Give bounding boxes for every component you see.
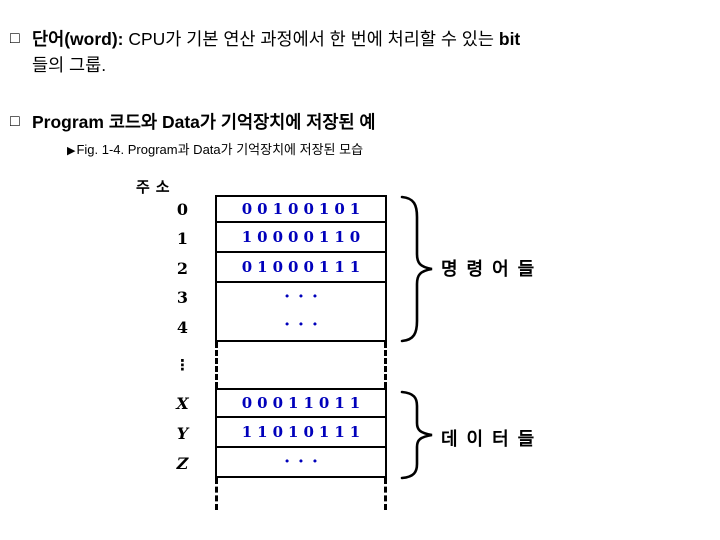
memory-gap-row: ⋮ xyxy=(150,342,387,388)
bullet-word-definition: □ 단어(word): CPU가 기본 연산 과정에서 한 번에 처리할 수 있… xyxy=(10,26,712,78)
ellipsis-dots: ··· xyxy=(284,315,326,336)
vertical-ellipsis: ⋮ xyxy=(175,356,190,374)
ellipsis-dots: ··· xyxy=(284,451,326,472)
square-bullet-icon: □ xyxy=(10,113,20,130)
memory-row: Z ··· xyxy=(150,448,387,478)
bullet1-tail-text: bit xyxy=(498,29,521,49)
memory-tail-row xyxy=(150,478,387,510)
address-label: Y xyxy=(176,423,189,443)
memory-row: 2 01000111 xyxy=(150,253,387,283)
memory-cell: 00100101 xyxy=(215,195,387,223)
memory-row: 1 10000110 xyxy=(150,223,387,253)
memory-cell: 10000110 xyxy=(215,223,387,253)
data-brace-label: 데이터들 xyxy=(441,429,544,450)
address-label: 1 xyxy=(176,228,189,248)
address-label: Z xyxy=(176,453,189,473)
address-label: 4 xyxy=(176,317,189,337)
memory-cell: 11010111 xyxy=(215,418,387,448)
memory-cell: ··· ··· xyxy=(215,283,387,342)
bullet-program-heading: □ Program 코드와 Data가 기억장치에 저장된 예 xyxy=(10,109,376,135)
memory-row: Y 11010111 xyxy=(150,418,387,448)
memory-diagram: 0 00100101 1 10000110 2 01000111 3 4 ···… xyxy=(150,195,387,510)
address-label: 3 4 xyxy=(150,283,215,342)
memory-row: 0 00100101 xyxy=(150,195,387,223)
ellipsis-dots: ··· xyxy=(284,286,326,307)
address-label: 2 xyxy=(176,258,189,278)
bullet1-line2-text: 들의 그룹. xyxy=(32,55,107,75)
figure-caption: ▶Fig. 1-4. Program과 Data가 기억장치에 저장된 모습 xyxy=(67,141,363,160)
bullet1-body-text: CPU가 기본 연산 과정에서 한 번에 처리할 수 있는 xyxy=(123,29,499,49)
bullet1-lead-text: 단어(word): xyxy=(32,29,124,49)
address-label: X xyxy=(176,393,189,413)
bullet1-text: 단어(word): CPU가 기본 연산 과정에서 한 번에 처리할 수 있는 … xyxy=(10,26,712,78)
square-bullet-icon: □ xyxy=(10,30,20,47)
binary-value: 01000111 xyxy=(241,258,366,276)
memory-row: 3 4 ··· ··· xyxy=(150,283,387,342)
triangle-bullet-icon: ▶ xyxy=(67,145,76,157)
bullet2-text: Program 코드와 Data가 기억장치에 저장된 예 xyxy=(32,112,376,132)
memory-gap-cell xyxy=(215,342,387,388)
instructions-brace-label: 명령어들 xyxy=(441,259,544,280)
address-label: 3 xyxy=(176,288,189,308)
memory-cell: 01000111 xyxy=(215,253,387,283)
instructions-curly-brace-icon xyxy=(400,195,433,343)
memory-cell: ··· xyxy=(215,448,387,478)
address-label xyxy=(150,478,215,510)
memory-row: X 00011011 xyxy=(150,388,387,418)
figure-caption-text: Fig. 1-4. Program과 Data가 기억장치에 저장된 모습 xyxy=(76,142,364,157)
address-label: 0 xyxy=(176,199,189,219)
binary-value: 11010111 xyxy=(241,423,366,441)
binary-value: 10000110 xyxy=(241,228,366,246)
binary-value: 00100101 xyxy=(241,200,366,218)
data-curly-brace-icon xyxy=(400,390,433,480)
address-label: ⋮ xyxy=(150,342,215,388)
binary-value: 00011011 xyxy=(241,394,366,412)
address-column-header: 주소 xyxy=(136,178,176,196)
memory-tail-cell xyxy=(215,478,387,510)
memory-cell: 00011011 xyxy=(215,388,387,418)
